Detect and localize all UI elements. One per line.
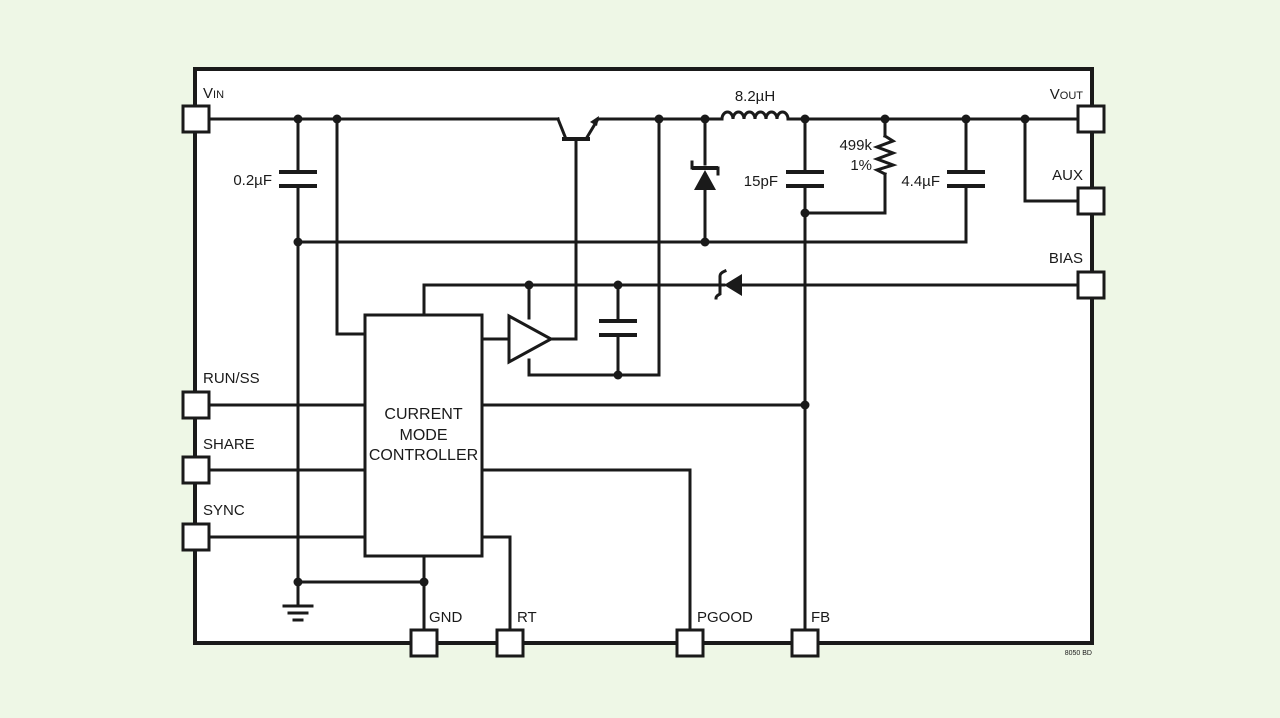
label-fb: FB — [811, 609, 830, 626]
npn-transistor — [556, 116, 601, 142]
pin-rt — [495, 628, 525, 658]
label-sync: SYNC — [203, 502, 245, 519]
cap-boost — [599, 319, 637, 337]
aux-wire — [1023, 117, 1078, 203]
controller-label-1: CURRENT — [384, 406, 462, 423]
junction-dots — [293, 114, 1030, 587]
inductor — [720, 109, 790, 123]
label-share: SHARE — [203, 436, 255, 453]
bias-diode — [714, 269, 742, 300]
label-vout: VOUT — [1050, 86, 1084, 103]
resistor — [872, 133, 898, 177]
label-cap-out: 4.4µF — [901, 173, 940, 190]
resistor-bottom-wire — [803, 172, 887, 215]
label-cap-ff: 15pF — [744, 173, 778, 190]
label-resistor-value: 499k — [839, 137, 872, 154]
cap-out — [947, 170, 985, 188]
figure-code: 8050 BD — [1065, 650, 1092, 657]
cap-in — [279, 170, 317, 188]
label-rt: RT — [517, 609, 537, 626]
label-pgood: PGOOD — [697, 609, 753, 626]
pin-gnd — [409, 628, 439, 658]
controller-label-3: CONTROLLER — [369, 447, 478, 464]
label-run-ss: RUN/SS — [203, 370, 260, 387]
pin-run-ss — [181, 390, 211, 420]
pin-fb — [790, 628, 820, 658]
pin-bias — [1076, 270, 1106, 300]
label-inductor: 8.2µH — [735, 88, 775, 105]
pgood-wire — [480, 468, 692, 632]
pin-vin — [181, 104, 211, 134]
label-aux: AUX — [1052, 167, 1083, 184]
label-gnd: GND — [429, 609, 463, 626]
pin-share — [181, 455, 211, 485]
label-cap-in: 0.2µF — [233, 172, 272, 189]
ground-symbol — [282, 604, 314, 622]
label-vin: VIN — [203, 85, 224, 102]
label-resistor-tol: 1% — [850, 157, 872, 174]
base-drive-wire — [549, 137, 578, 341]
pin-pgood — [675, 628, 705, 658]
label-bias: BIAS — [1049, 250, 1083, 267]
buffer-amp — [507, 313, 555, 365]
pin-vout — [1076, 104, 1106, 134]
switch-node-wire — [527, 117, 661, 377]
vin-to-controller-wire — [335, 117, 367, 336]
catch-diode — [690, 160, 720, 198]
controller-label-2: MODE — [400, 427, 448, 444]
cap-ff — [786, 170, 824, 188]
rt-wire — [480, 535, 512, 632]
controller-block — [363, 313, 484, 558]
pin-sync — [181, 522, 211, 552]
package-outline — [193, 67, 1094, 645]
bias-to-controller-wire — [422, 283, 531, 317]
pin-aux — [1076, 186, 1106, 216]
